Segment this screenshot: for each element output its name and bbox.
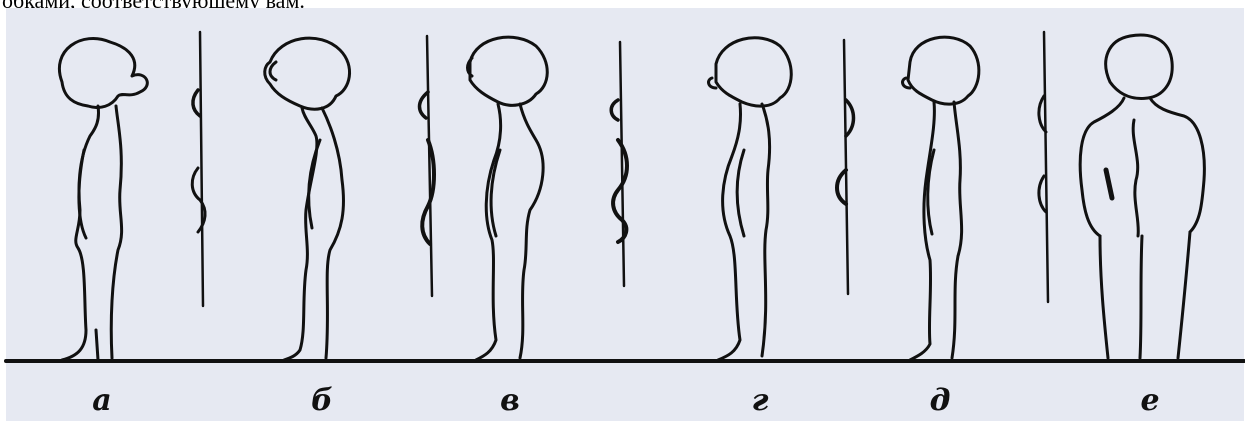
spine-profile-d bbox=[1039, 32, 1048, 302]
label-d: д bbox=[930, 383, 951, 418]
label-b: б bbox=[311, 383, 333, 418]
figure-e-posture bbox=[1080, 35, 1204, 358]
figure-d-posture bbox=[903, 37, 979, 360]
spine-profile-b bbox=[420, 36, 435, 296]
figure-a-posture bbox=[59, 38, 147, 360]
label-e: е bbox=[1140, 383, 1159, 418]
label-a: а bbox=[92, 383, 111, 418]
label-v: в bbox=[500, 383, 520, 418]
figure-b-posture bbox=[265, 38, 350, 360]
figure-g-posture bbox=[709, 38, 792, 360]
spine-profile-v bbox=[611, 42, 627, 286]
label-g: г bbox=[752, 383, 769, 418]
figure-v-posture bbox=[468, 37, 548, 360]
spine-profile-g bbox=[837, 40, 854, 294]
spine-profile-a bbox=[192, 32, 205, 306]
